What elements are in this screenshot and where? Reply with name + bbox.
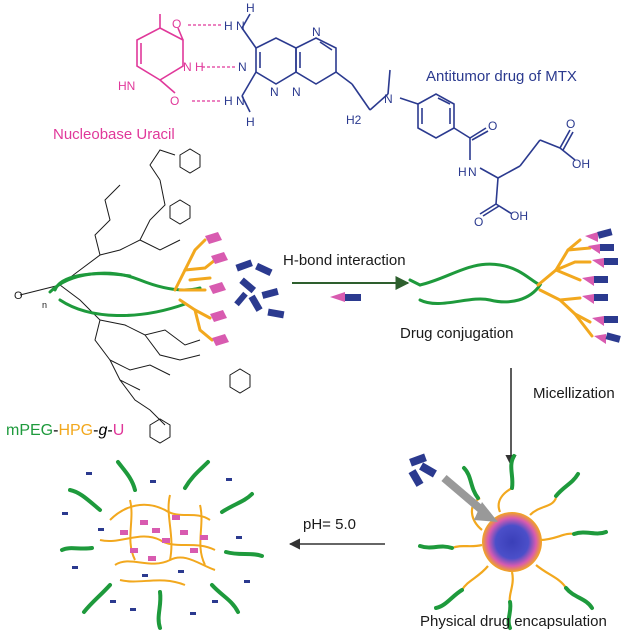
atom-acid-oh: OH bbox=[572, 157, 590, 171]
conjugate-drugs bbox=[582, 228, 621, 344]
atom-n-ring-4: N bbox=[292, 85, 301, 99]
polymer-name-hpg: HPG bbox=[58, 422, 94, 439]
atom-h-top: H bbox=[246, 1, 255, 15]
polymer-name-dash-1: - bbox=[53, 422, 59, 439]
micelle-encapsulated bbox=[408, 453, 608, 630]
mtx-label: Antitumor drug of MTX bbox=[426, 68, 577, 85]
hbond-label: H-bond interaction bbox=[283, 252, 406, 269]
atom-ch2: H2 bbox=[346, 113, 362, 127]
atom-acid-o2: O bbox=[474, 215, 483, 229]
encapsulation-label: Physical drug encapsulation bbox=[420, 613, 607, 630]
atom-h-bottom-left: H bbox=[224, 94, 233, 108]
micelle-released bbox=[60, 460, 264, 630]
polymer-name-g: g bbox=[98, 422, 108, 439]
atom-acid-oh2: OH bbox=[510, 209, 528, 223]
uracil-tags-polymer bbox=[205, 232, 229, 346]
atom-amide-n: N bbox=[468, 165, 477, 179]
hbond-drug-icon bbox=[330, 292, 361, 302]
conjugation-label: Drug conjugation bbox=[400, 325, 514, 342]
atom-amide-h: H bbox=[458, 165, 467, 179]
hbond-dashes bbox=[188, 24, 235, 102]
mtx-structure bbox=[241, 13, 576, 217]
atom-o-top: O bbox=[172, 17, 181, 31]
atom-n-amine-bottom: N bbox=[236, 94, 245, 108]
atom-carbonyl-o: O bbox=[488, 119, 497, 133]
atom-h-bottom: H bbox=[246, 115, 255, 129]
uracil-label: Nucleobase Uracil bbox=[53, 126, 175, 143]
micellization-label: Micellization bbox=[533, 385, 615, 402]
uracil-structure bbox=[136, 14, 184, 94]
peg-n-label: n bbox=[42, 300, 47, 310]
free-mtx-drugs bbox=[234, 259, 285, 319]
hpg-core-skeleton bbox=[19, 148, 251, 444]
peg-o-label: O bbox=[14, 290, 23, 302]
polymer-name-label: mPEG-HPG-g-U bbox=[6, 422, 124, 440]
atom-n-ring-3: N bbox=[312, 25, 321, 39]
polymer-name-peg: mPEG bbox=[6, 422, 54, 439]
conjugate-hpg bbox=[536, 238, 594, 338]
atom-h-bond: H bbox=[195, 60, 204, 74]
hpg-branches bbox=[173, 238, 217, 342]
atom-n-amine-top: N bbox=[236, 19, 245, 33]
atom-n-ring-1: N bbox=[238, 60, 247, 74]
ph-label: pH= 5.0 bbox=[303, 516, 356, 533]
polymer-name-dash-2: - bbox=[93, 422, 99, 439]
atom-h-top-left: H bbox=[224, 19, 233, 33]
atom-nh-uracil: HN bbox=[118, 79, 135, 93]
atom-labels: O O HN N H H N H N N N N H N H H2 N O H … bbox=[118, 1, 590, 229]
atom-acid-o: O bbox=[566, 117, 575, 131]
polymer-name-dash-3: - bbox=[107, 422, 113, 439]
atom-n-methyl: N bbox=[384, 92, 393, 106]
polymer-name-u: U bbox=[112, 422, 125, 439]
atom-o-bottom: O bbox=[170, 94, 179, 108]
atom-n-ring-2: N bbox=[270, 85, 279, 99]
atom-n-uracil: N bbox=[183, 60, 192, 74]
